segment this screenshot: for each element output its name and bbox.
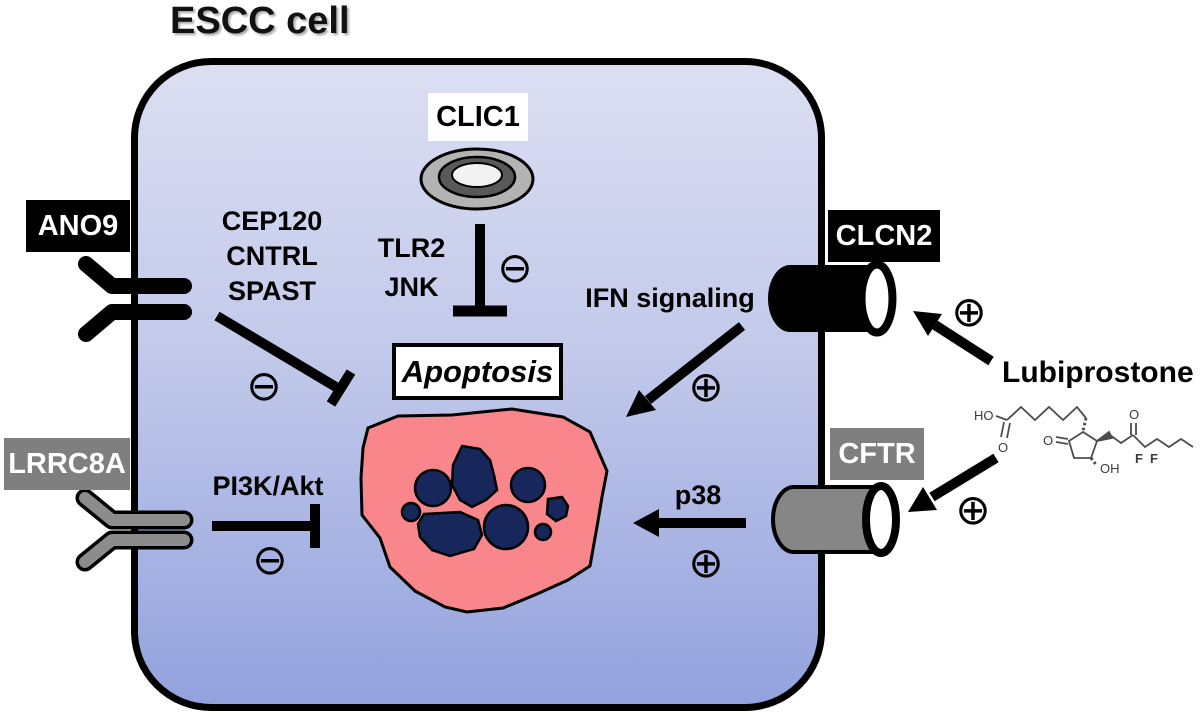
lubiprostone-clcn2-head: [913, 311, 942, 336]
tlr2-jnk-gene-list: TLR2 JNK: [363, 229, 460, 307]
p38-label: p38: [674, 480, 722, 510]
ano9-channel-bottom-bar: [78, 304, 192, 342]
centrosome-inhibition-shaft: [214, 311, 339, 392]
apoptosis-box: Apoptosis: [392, 343, 563, 400]
clcn2-channel-icon: [768, 260, 897, 337]
centrosome-gene-list: CEP120 CNTRL SPAST: [196, 204, 348, 309]
minus-circle-icon-tlr2: ⊖: [497, 243, 533, 292]
side-chain-tail: [1132, 434, 1194, 449]
clcn2-cylinder-opening: [857, 260, 897, 337]
nuclear-fragment-right-blob: [545, 495, 570, 523]
gene-cntrl: CNTRL: [226, 241, 318, 271]
cyclopentane-ring: [1067, 430, 1099, 459]
plus-circle-icon-ifn: ⊕: [688, 362, 724, 411]
ifn-arrow-shaft: [644, 322, 746, 404]
atom-label-ho: HO: [974, 408, 994, 423]
nuclear-fragment-left: [413, 468, 453, 508]
nuclear-fragment-bottom-center: [482, 503, 530, 551]
plus-circle-icon-cftr: ⊕: [955, 485, 991, 534]
gene-cep120: CEP120: [221, 206, 323, 236]
pi3k-akt-label: PI3K/Akt: [212, 471, 324, 501]
atom-label-f2: F: [1150, 451, 1158, 466]
tlr2-jnk-inhibition-bar: [453, 224, 507, 317]
ano9-channel-icon: [78, 256, 192, 342]
lrrc8a-label: LRRC8A: [4, 438, 130, 490]
clic1-pore: [451, 162, 503, 188]
centrosome-inhibition-cap: [326, 369, 356, 407]
p38-arrow-head: [633, 509, 659, 537]
atom-label-oh: OH: [1100, 461, 1120, 476]
cftr-cylinder-opening: [862, 482, 900, 557]
nuclear-fragment-small-right: [533, 522, 553, 542]
bond-ho: [995, 415, 1008, 421]
hash-wedge-top: [1081, 417, 1088, 432]
lubiprostone-cftr-shaft: [929, 453, 999, 502]
nuclear-fragment-small-left: [400, 501, 422, 523]
lubiprostone-structure: HO O O OH O F F: [974, 405, 1194, 476]
lrrc8a-channel-icon: [75, 488, 194, 572]
gene-jnk: JNK: [384, 272, 439, 302]
hash-wedge-oh: [1089, 457, 1099, 467]
atom-label-f1: F: [1135, 451, 1143, 466]
atom-label-o-carboxyl: O: [998, 440, 1008, 455]
pi3k-inhibition-bar: [212, 504, 320, 548]
bold-wedge: [1096, 430, 1114, 442]
plus-circle-icon-clcn2: ⊕: [951, 287, 987, 336]
ano9-label: ANO9: [26, 200, 130, 252]
nuclear-fragment-right: [509, 466, 547, 504]
clic1-channel-icon: [419, 147, 535, 211]
apoptotic-cell-illustration: [359, 407, 609, 614]
lubiprostone-clcn2-shaft: [932, 320, 994, 366]
gene-tlr2: TLR2: [377, 233, 446, 263]
apoptotic-cell-membrane: [359, 407, 609, 614]
clcn2-cylinder-body: [768, 265, 876, 332]
minus-circle-icon-centrosome: ⊖: [246, 361, 282, 410]
diagram-title: ESCC cell: [170, 0, 350, 42]
clic1-label: CLIC1: [428, 93, 528, 141]
ifn-arrow-head: [626, 390, 656, 417]
ifn-activation-arrow: [626, 322, 746, 417]
side-chain-1: [1109, 434, 1134, 445]
gene-spast: SPAST: [227, 276, 316, 306]
lubiprostone-cftr-arrow: [908, 453, 999, 512]
minus-circle-icon-pi3k: ⊖: [252, 535, 288, 584]
lubiprostone-cftr-head: [908, 487, 937, 512]
cftr-cylinder-body: [771, 485, 882, 554]
lubiprostone-clcn2-arrow: [913, 311, 994, 366]
centrosome-inhibition-bar: [214, 311, 356, 407]
lrrc8a-bottom-fill: [79, 534, 190, 568]
lubiprostone-label: Lubiprostone: [1002, 356, 1194, 389]
ring-ketone-double-bond: [1055, 436, 1069, 445]
nuclear-fragment-large-top: [450, 444, 499, 509]
plus-circle-icon-p38: ⊕: [688, 538, 724, 587]
cftr-label: CFTR: [830, 428, 924, 480]
cftr-channel-icon: [771, 482, 900, 557]
clcn2-label: CLCN2: [828, 210, 940, 262]
atom-label-o-ring: O: [1043, 433, 1053, 448]
lrrc8a-top-fill: [79, 492, 190, 526]
p38-activation-arrow: [633, 509, 746, 537]
ifn-signaling-label: IFN signaling: [585, 283, 755, 313]
chain-ketone-double-bond: [1130, 423, 1137, 435]
ano9-channel-top-bar: [78, 256, 192, 294]
acid-chain: [1006, 405, 1087, 422]
carboxyl-double-bond: [1000, 421, 1011, 439]
nuclear-fragment-bottom-left: [416, 510, 484, 558]
atom-label-o-ketone: O: [1129, 407, 1139, 422]
